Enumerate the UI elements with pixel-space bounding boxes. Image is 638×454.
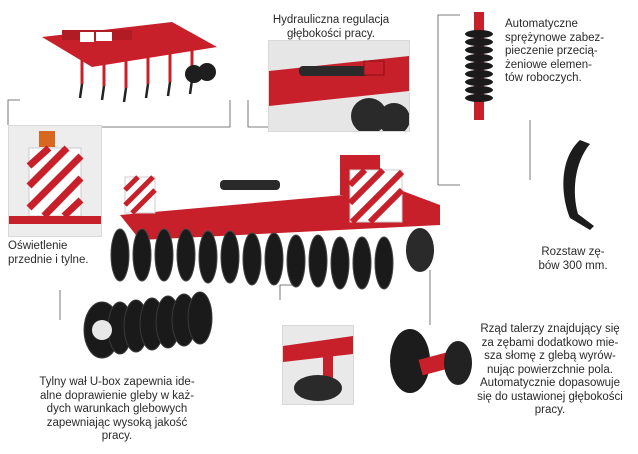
lights-photo [8, 125, 102, 237]
caption-spacing: Rozstaw zę- bów 300 mm. [538, 246, 608, 272]
main-machine-photo [100, 145, 460, 295]
caption-hydraulic: Hydrauliczna regulacja głębokości pracy. [272, 14, 390, 40]
disc-photo [380, 325, 480, 395]
cultivator-photo [22, 12, 222, 104]
caption-springs: Automatyczne sprężynowe zabez- pieczenie… [505, 18, 605, 84]
caption-discs: Rząd talerzy znajdujący się za zębami do… [477, 323, 623, 416]
tine-photo [550, 138, 605, 233]
caption-lights: Oświetlenie przednie i tylne. [8, 240, 89, 266]
spring-photo [460, 12, 498, 120]
discs-detail-photo [282, 325, 354, 405]
hydraulic-detail-photo [268, 40, 410, 132]
caption-roller: Tylny wał U-box zapewnia ide- alne dopra… [39, 376, 195, 442]
roller-photo [80, 290, 220, 370]
